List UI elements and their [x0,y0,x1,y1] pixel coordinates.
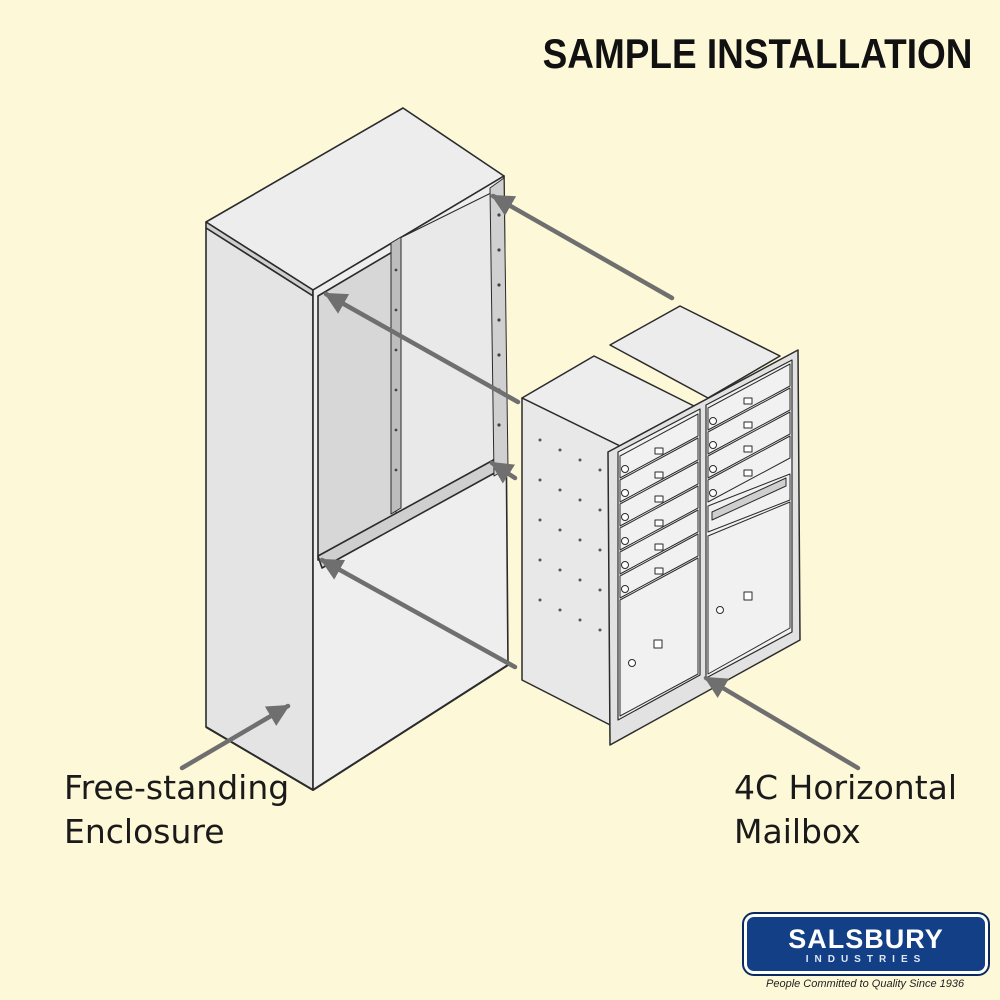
logo-name: SALSBURY [788,924,944,954]
mailbox-left-column [617,408,701,721]
logo-subtitle: INDUSTRIES [805,954,927,965]
enclosure-label-line1: Free-standing [64,768,290,807]
mailbox-outgoing-slot [711,477,787,521]
mailbox-label-line2: Mailbox [734,812,861,851]
salsbury-logo: SALSBURY INDUSTRIES [744,914,988,974]
arrow-label-to-mailbox [703,675,861,771]
arrow-label-to-enclosure [179,703,291,771]
enclosure-label: Free-standing Enclosure [64,766,289,854]
mailbox-locks [621,397,753,667]
mailbox-left-doors [619,413,699,717]
mailbox-right-doors [707,363,791,675]
arrow-mailbox-to-shelf-right [489,460,518,484]
mailbox-rear-top [609,305,781,399]
enclosure-divider [390,236,402,515]
mailbox-drawing [521,305,801,746]
mailbox-label: 4C Horizontal Mailbox [734,766,957,854]
page-title: SAMPLE INSTALLATION [542,30,972,77]
arrow-mailbox-bottom-to-shelf [319,557,518,670]
arrows [179,193,861,771]
mailbox-side-face [521,397,621,731]
mailbox-side-rivets [538,438,602,632]
logo-tagline: People Committed to Quality Since 1936 [766,978,965,990]
enclosure-drawing [205,107,509,791]
enclosure-base [205,664,509,791]
enclosure-left-face [205,227,314,791]
enclosure-label-line2: Enclosure [64,812,225,851]
mailbox-label-line1: 4C Horizontal [734,768,958,807]
arrow-mailbox-left-to-opening [323,291,521,405]
arrow-mailbox-top-to-enclosure [490,193,675,301]
